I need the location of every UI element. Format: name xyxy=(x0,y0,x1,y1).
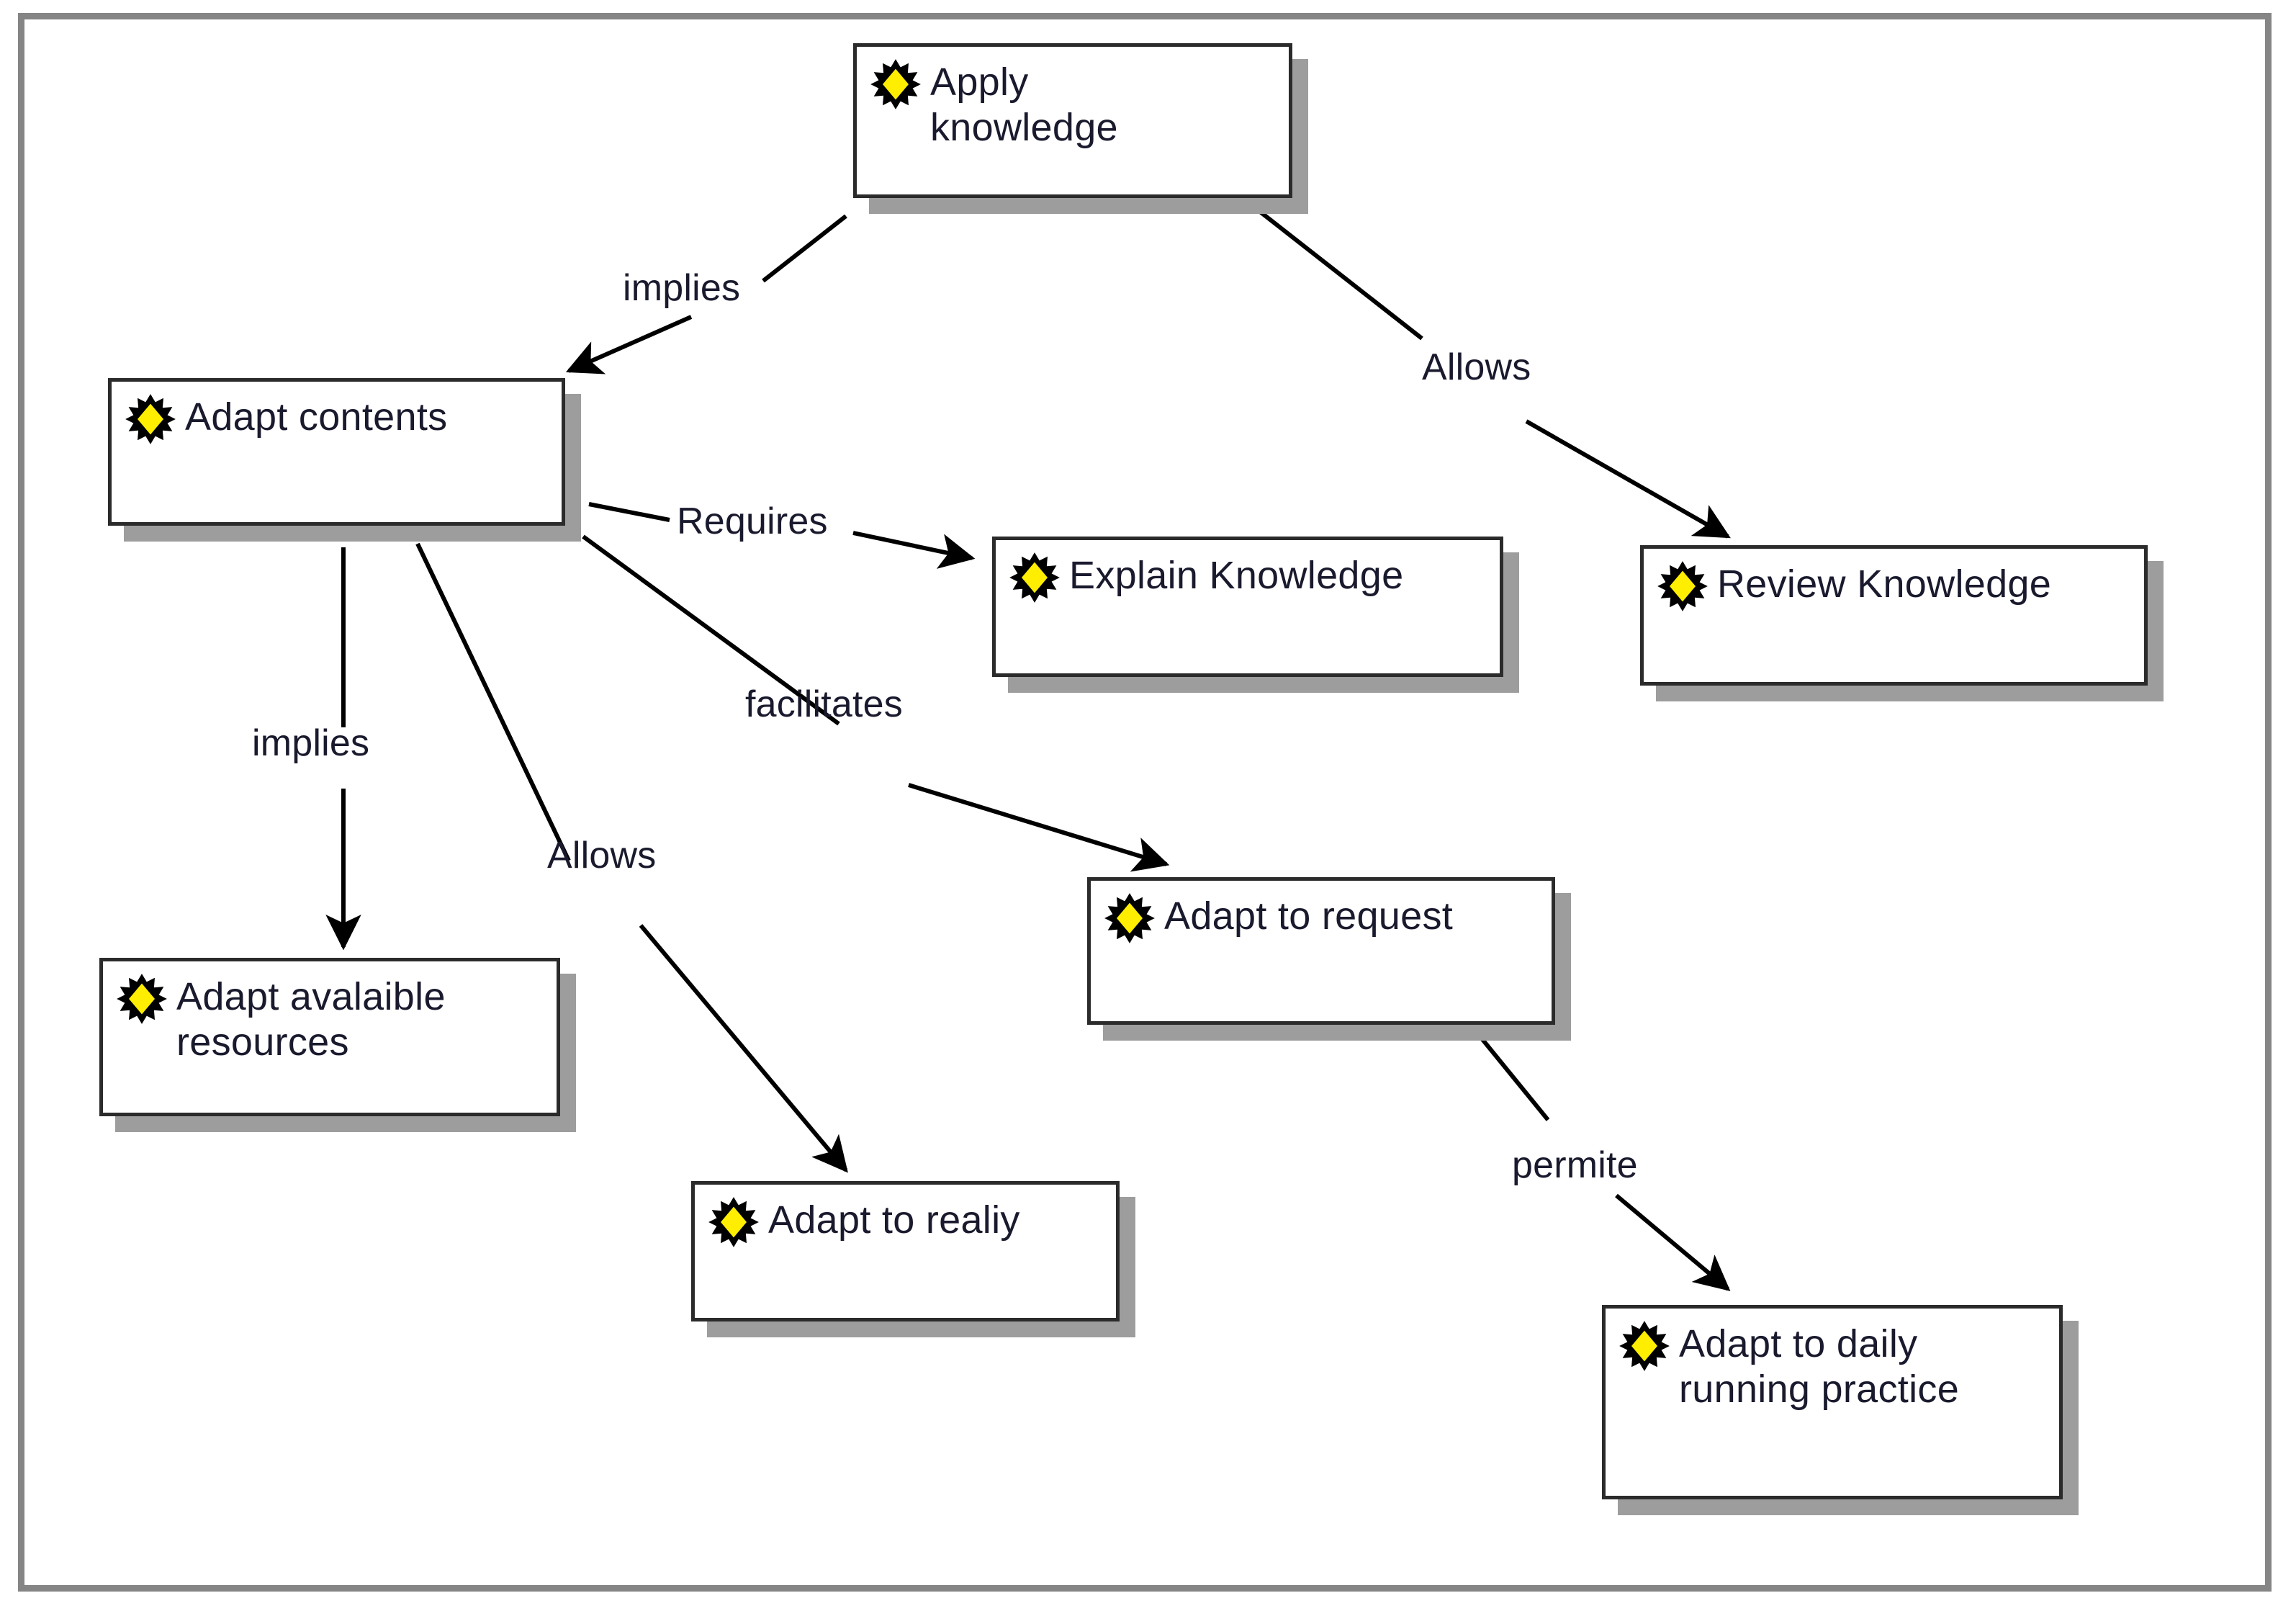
node-label: Adapt to request xyxy=(1164,894,1454,938)
node-row: Explain Knowledge xyxy=(1009,552,1490,603)
node-adapt-to-request[interactable]: Adapt to request xyxy=(1087,877,1555,1025)
node-label: Adapt avalaible resources xyxy=(176,975,446,1064)
yellow-burst-icon xyxy=(116,973,168,1025)
node-adapt-to-daily-running-practice[interactable]: Adapt to daily running practice xyxy=(1602,1305,2063,1499)
node-row: Adapt avalaible resources xyxy=(116,973,546,1064)
node-label: Adapt contents xyxy=(185,395,448,439)
node-body: Apply knowledge xyxy=(857,47,1289,157)
node-row: Review Knowledge xyxy=(1657,560,2134,612)
node-text-wrap: Adapt to request xyxy=(1164,892,1453,939)
node-adapt-to-reality[interactable]: Adapt to realiy xyxy=(691,1181,1120,1321)
node-row: Adapt contents xyxy=(125,393,552,445)
node-body: Explain Knowledge xyxy=(996,540,1500,611)
yellow-burst-icon xyxy=(1009,552,1061,603)
yellow-burst-icon xyxy=(870,58,922,110)
edge-label-facilitates: facilitates xyxy=(745,683,903,725)
node-body: Adapt to request xyxy=(1091,881,1552,951)
yellow-burst-icon xyxy=(1657,560,1709,612)
yellow-burst-icon xyxy=(125,393,176,445)
node-body: Review Knowledge xyxy=(1644,549,2144,619)
node-adapt-available-resources[interactable]: Adapt avalaible resources xyxy=(99,958,560,1116)
node-row: Apply knowledge xyxy=(870,58,1279,150)
yellow-burst-icon xyxy=(708,1196,760,1248)
node-text-wrap: Adapt contents xyxy=(185,393,447,440)
node-body: Adapt to daily running practice xyxy=(1606,1309,2059,1419)
node-text-wrap: Adapt to daily running practice xyxy=(1679,1320,1959,1412)
edge-label-allows-top: Allows xyxy=(1422,346,1531,388)
node-text-wrap: Explain Knowledge xyxy=(1069,552,1403,598)
node-row: Adapt to request xyxy=(1104,892,1541,944)
node-body: Adapt contents xyxy=(112,382,562,452)
yellow-burst-icon xyxy=(1104,892,1156,944)
edge-label-implies-top: implies xyxy=(623,267,741,309)
node-label: Review Knowledge xyxy=(1717,562,2052,606)
edge-label-implies-left: implies xyxy=(252,722,370,764)
node-row: Adapt to daily running practice xyxy=(1619,1320,2049,1412)
node-row: Adapt to realiy xyxy=(708,1196,1106,1248)
node-label: Apply knowledge xyxy=(930,60,1118,149)
yellow-burst-icon xyxy=(1619,1320,1670,1372)
node-text-wrap: Review Knowledge xyxy=(1717,560,2051,607)
node-review-knowledge[interactable]: Review Knowledge xyxy=(1640,545,2148,686)
edge-label-requires: Requires xyxy=(677,501,828,542)
node-body: Adapt avalaible resources xyxy=(103,961,557,1072)
node-explain-knowledge[interactable]: Explain Knowledge xyxy=(992,537,1503,677)
node-apply-knowledge[interactable]: Apply knowledge xyxy=(853,43,1292,198)
node-adapt-contents[interactable]: Adapt contents xyxy=(108,378,565,526)
node-text-wrap: Adapt to realiy xyxy=(768,1196,1020,1243)
node-text-wrap: Apply knowledge xyxy=(930,58,1118,150)
node-text-wrap: Adapt avalaible resources xyxy=(176,973,446,1064)
node-label: Adapt to daily running practice xyxy=(1679,1322,1960,1411)
node-body: Adapt to realiy xyxy=(695,1185,1116,1255)
edge-label-permite: permite xyxy=(1512,1144,1638,1186)
edge-label-allows-left: Allows xyxy=(547,835,657,876)
node-label: Adapt to realiy xyxy=(768,1198,1020,1242)
node-label: Explain Knowledge xyxy=(1069,554,1404,597)
